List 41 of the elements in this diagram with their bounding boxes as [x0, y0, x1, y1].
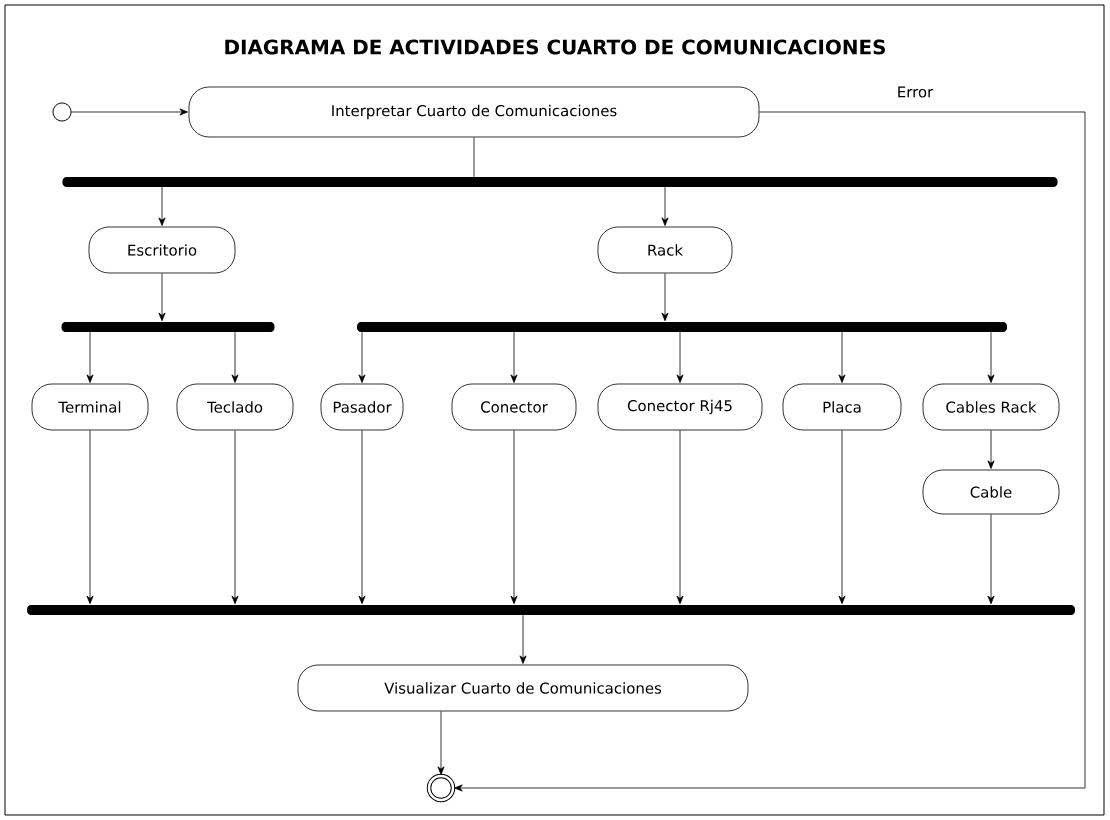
arrow: [676, 430, 684, 605]
arrow: [987, 331, 995, 383]
arrow: [231, 430, 239, 605]
activity-box: Rack: [597, 226, 733, 274]
arrow: [661, 186, 669, 226]
arrow: [676, 331, 684, 383]
sync-bar: [62, 177, 1058, 187]
arrow: [158, 273, 166, 322]
activity-box: Conector: [451, 383, 577, 431]
activity-box: Cable: [922, 469, 1060, 515]
arrow: [987, 430, 995, 469]
arrow: [86, 430, 94, 605]
arrow: [987, 514, 995, 605]
activity-box: Visualizar Cuarto de Comunicaciones: [297, 664, 749, 712]
arrow: [358, 331, 366, 383]
edge-label: Error: [895, 85, 935, 99]
arrow: [158, 186, 166, 226]
activity-box: Teclado: [176, 383, 294, 431]
arrow: [838, 430, 846, 605]
activity-box: Cables Rack: [922, 383, 1060, 431]
arrow: [454, 111, 1086, 792]
arrow: [71, 108, 188, 116]
arrow: [519, 614, 527, 664]
arrow: [661, 273, 669, 322]
arrow: [358, 430, 366, 605]
arrow: [838, 331, 846, 383]
end-node: [426, 773, 456, 803]
start-node: [52, 102, 72, 122]
arrow: [510, 331, 518, 383]
activity-box: Escritorio: [88, 226, 236, 274]
connector-line: [473, 137, 475, 178]
activity-box: Placa: [782, 383, 902, 431]
arrow: [510, 430, 518, 605]
activity-box: Pasador: [320, 383, 404, 431]
arrow: [437, 711, 445, 775]
activity-box: Terminal: [31, 383, 149, 431]
activity-box: Conector Rj45: [597, 383, 763, 431]
activity-box: Interpretar Cuarto de Comunicaciones: [188, 86, 760, 138]
arrow: [231, 331, 239, 383]
title: DIAGRAMA DE ACTIVIDADES CUARTO DE COMUNICACIONES: [225, 39, 885, 55]
arrow: [86, 331, 94, 383]
